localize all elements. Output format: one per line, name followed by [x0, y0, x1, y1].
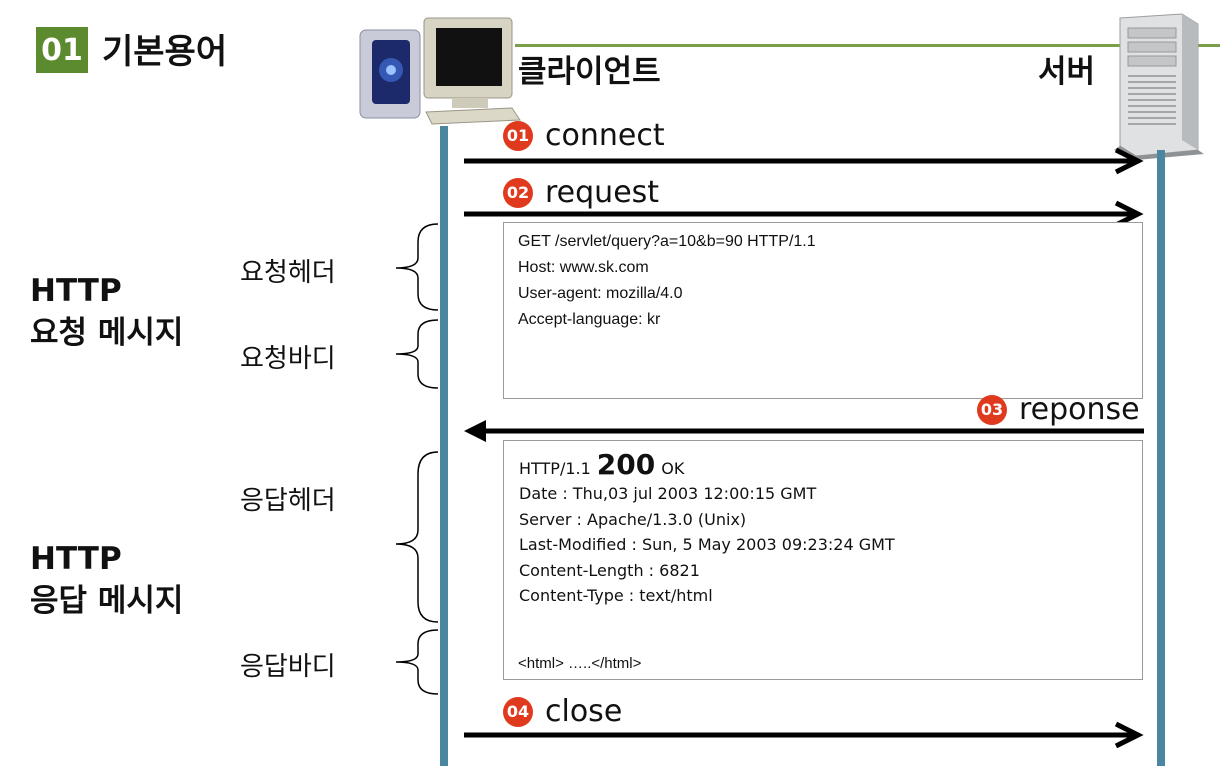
desktop-computer-icon: [359, 17, 521, 125]
request-header-accept-language: Accept-language: kr: [518, 311, 661, 328]
request-group-title: HTTP 요청 메시지: [30, 270, 183, 354]
step-label: reponse: [1019, 392, 1140, 427]
response-header-label: 응답헤더: [240, 486, 336, 516]
request-header-label: 요청헤더: [240, 258, 336, 288]
request-group-title-line2: 요청 메시지: [30, 315, 184, 351]
request-arrow: [464, 200, 1144, 228]
response-body-label: 응답바디: [240, 652, 336, 682]
response-header-server: Server : Apache/1.3.0 (Unix): [519, 509, 747, 529]
server-tower-icon: [1114, 13, 1204, 160]
response-status-line: HTTP/1.1 200 OK: [519, 447, 1142, 481]
response-braces: [395, 451, 439, 695]
close-arrow: [464, 721, 1144, 749]
response-header-last-modified: Last-Modified : Sun, 5 May 2003 09:23:24…: [519, 535, 895, 554]
response-group-title: HTTP 응답 메시지: [30, 538, 183, 622]
status-version: HTTP/1.1: [519, 458, 591, 478]
response-body: <html> …..</html>: [518, 655, 642, 672]
step-label: close: [545, 694, 623, 729]
step-label: request: [545, 175, 660, 210]
step-number-badge: 03: [977, 394, 1007, 425]
connect-arrow: [464, 147, 1144, 175]
status-text: OK: [661, 458, 685, 478]
response-message-box: HTTP/1.1 200 OK Date : Thu,03 jul 2003 1…: [503, 440, 1143, 680]
request-braces: [395, 223, 439, 389]
step-label: connect: [545, 118, 665, 153]
server-lifeline: [1157, 150, 1165, 766]
section-number-badge: 01: [36, 27, 88, 73]
response-header-content-type: Content-Type : text/html: [519, 586, 713, 605]
status-code: 200: [596, 448, 656, 481]
response-header-content-length: Content-Length : 6821: [519, 560, 700, 580]
step-close: 04 close: [503, 694, 622, 729]
request-message-box: GET /servlet/query?a=10&b=90 HTTP/1.1 Ho…: [503, 222, 1143, 399]
request-header-user-agent: User-agent: mozilla/4.0: [518, 285, 683, 302]
step-number-badge: 02: [503, 177, 533, 208]
response-group-title-line1: HTTP: [30, 541, 122, 577]
step-request: 02 request: [503, 175, 659, 210]
request-header-host: Host: www.sk.com: [518, 259, 649, 276]
step-response: 03 reponse: [977, 392, 1140, 427]
step-number-badge: 04: [503, 696, 533, 727]
header-divider: [515, 44, 1220, 47]
response-header-date: Date : Thu,03 jul 2003 12:00:15 GMT: [519, 484, 817, 503]
client-label: 클라이언트: [518, 54, 661, 90]
request-body-label: 요청바디: [240, 344, 336, 374]
client-lifeline: [440, 126, 448, 766]
response-group-title-line2: 응답 메시지: [30, 583, 184, 619]
step-number-badge: 01: [503, 120, 533, 151]
step-connect: 01 connect: [503, 118, 665, 153]
server-label: 서버: [1038, 54, 1096, 90]
request-group-title-line1: HTTP: [30, 273, 122, 309]
response-arrow: [464, 420, 1144, 442]
request-line: GET /servlet/query?a=10&b=90 HTTP/1.1: [518, 233, 816, 250]
section-title: 기본용어: [102, 32, 228, 72]
